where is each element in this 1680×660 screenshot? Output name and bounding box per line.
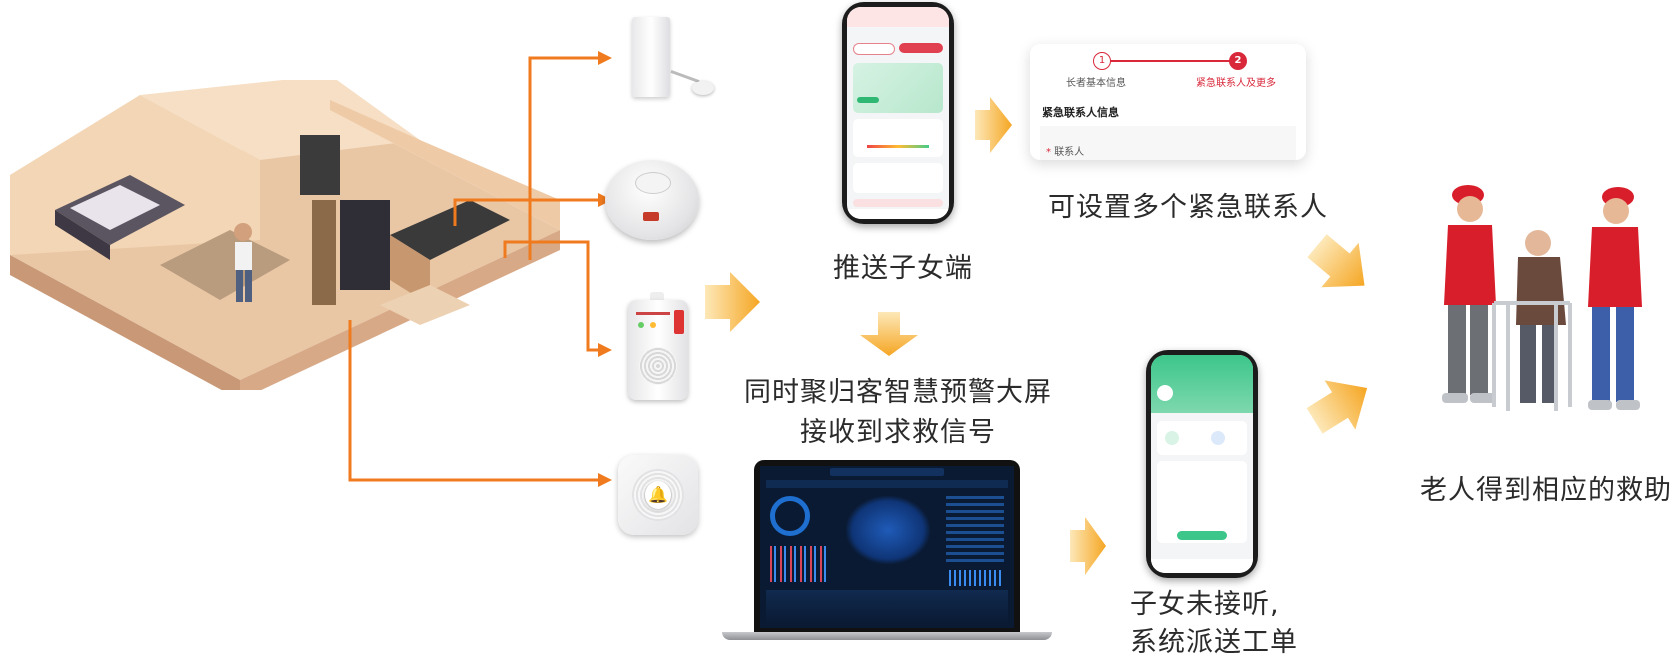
emergency-contact-form-card: 1 2 长者基本信息 紧急联系人及更多 紧急联系人信息 * 联系人 — [1030, 44, 1306, 160]
section-title: 紧急联系人信息 — [1042, 106, 1119, 119]
step-1-label: 长者基本信息 — [1066, 78, 1126, 89]
contact-field[interactable]: * 联系人 — [1046, 143, 1084, 158]
volunteers-helping-elder-illustration — [1442, 185, 1642, 411]
caption-push-children: 推送子女端 — [833, 253, 973, 284]
arrow-workorder-to-rescue — [1306, 380, 1368, 434]
arrow-contacts-to-rescue — [1307, 234, 1365, 288]
caption-big-screen-line2: 接收到求救信号 — [800, 417, 996, 448]
children-app-screen — [847, 7, 949, 219]
arrow-phone-to-contacts — [975, 97, 1012, 153]
caption-no-answer-line2: 系统派送工单 — [1130, 627, 1298, 658]
children-app-phone — [842, 2, 954, 224]
step-2-indicator: 2 — [1229, 52, 1247, 70]
emergency-bell-button: 🔔 — [618, 455, 700, 537]
step-1-indicator: 1 — [1093, 52, 1111, 70]
arrow-phone-to-bigscreen — [860, 312, 918, 356]
smoke-detector — [605, 150, 700, 245]
dashboard-screen — [760, 466, 1014, 628]
warning-dashboard-laptop — [722, 460, 1052, 645]
step-2-label: 紧急联系人及更多 — [1196, 78, 1276, 89]
gas-alarm — [628, 292, 688, 400]
isometric-house-illustration — [10, 80, 560, 390]
bell-icon: 🔔 — [648, 485, 668, 504]
caption-no-answer-line1: 子女未接听, — [1130, 589, 1280, 620]
arrow-sensors-to-phone — [705, 272, 760, 332]
work-order-app-phone — [1146, 350, 1258, 578]
caption-elder-helped: 老人得到相应的救助 — [1420, 475, 1672, 506]
contact-field-label: 联系人 — [1054, 147, 1085, 158]
caption-multiple-contacts: 可设置多个紧急联系人 — [1048, 192, 1328, 223]
work-order-app-screen — [1151, 355, 1253, 573]
water-leak-sensor — [628, 15, 718, 105]
caption-big-screen-line1: 同时聚归客智慧预警大屏 — [744, 377, 1052, 408]
arrow-bigscreen-to-workorder — [1070, 517, 1106, 575]
required-mark: * — [1046, 147, 1051, 158]
